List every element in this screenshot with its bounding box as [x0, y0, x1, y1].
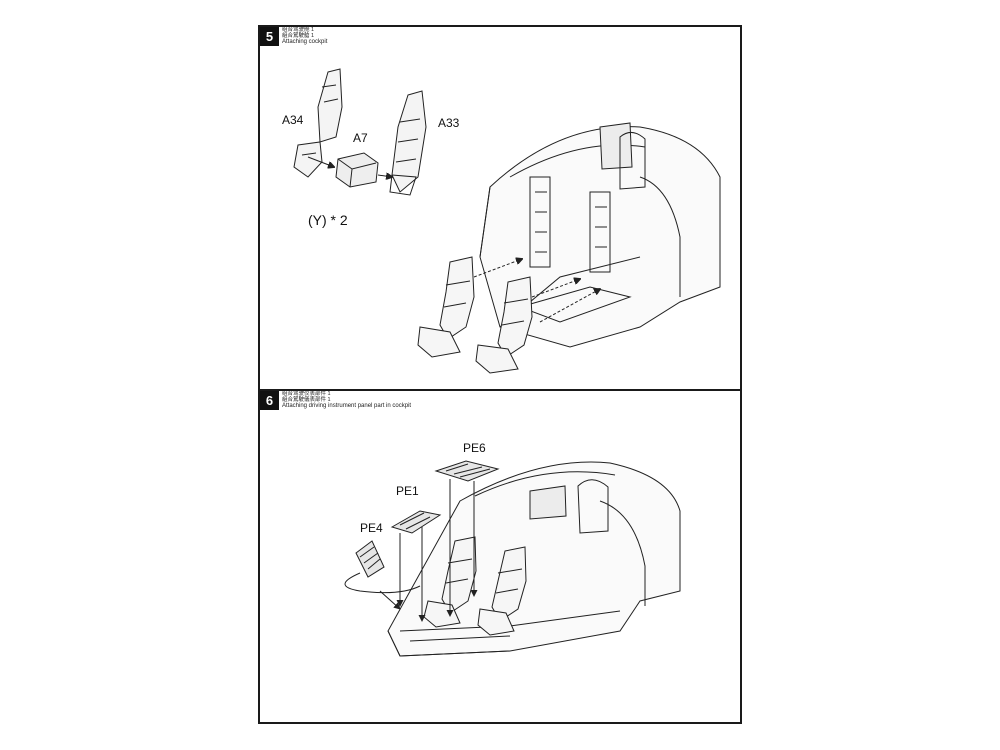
- seat-part-a33: [389, 90, 427, 196]
- step-chinese-line-2: 組合駕駛艙 1: [282, 33, 315, 39]
- quantity-label: (Y) * 2: [308, 212, 348, 228]
- step-5-panel: 5 组合驾驶舱 1 組合駕駛艙 1 Attaching cockpit: [258, 25, 742, 395]
- step-title: Attaching cockpit: [282, 39, 328, 45]
- step-chinese-line-2: 組合駕駛儀表部件 1: [282, 397, 331, 403]
- cockpit-tub: [479, 122, 721, 348]
- step-number: 5: [260, 27, 279, 46]
- cockpit-seat-left: [417, 256, 475, 358]
- label-a7: A7: [353, 131, 368, 145]
- step-chinese-line-1: 组合驾驶舱 1: [282, 27, 315, 33]
- step-chinese-line-1: 组合驾驶仪表部件 1: [282, 391, 331, 397]
- photo-etch-pe1: [390, 510, 442, 622]
- label-a34: A34: [282, 113, 304, 127]
- label-pe6: PE6: [463, 441, 486, 455]
- label-pe1: PE1: [396, 484, 419, 498]
- step-title: Attaching driving instrument panel part …: [282, 403, 412, 409]
- step-6-panel: 6 组合驾驶仪表部件 1 組合駕駛儀表部件 1 Attaching drivin…: [258, 389, 742, 724]
- part-a7: [335, 152, 379, 188]
- photo-etch-pe4: [344, 540, 421, 610]
- step-subtitle: 组合驾驶仪表部件 1 組合駕駛儀表部件 1: [282, 391, 331, 403]
- instrument-panel-assembly-drawing: PE6 PE1 PE4: [344, 441, 681, 657]
- cockpit-seat-assembly-drawing: A34 A7 A33 (Y) * 2: [282, 68, 721, 374]
- cockpit-tub: [387, 461, 681, 657]
- step-number: 6: [260, 391, 279, 410]
- seat-part-a34: [293, 68, 343, 178]
- cockpit-seat-right: [475, 276, 533, 374]
- label-pe4: PE4: [360, 521, 383, 535]
- label-a33: A33: [438, 116, 460, 130]
- photo-etch-pe6: [434, 460, 500, 617]
- cockpit-seat-right: [477, 546, 527, 636]
- step-subtitle: 组合驾驶舱 1 組合駕駛艙 1: [282, 27, 314, 39]
